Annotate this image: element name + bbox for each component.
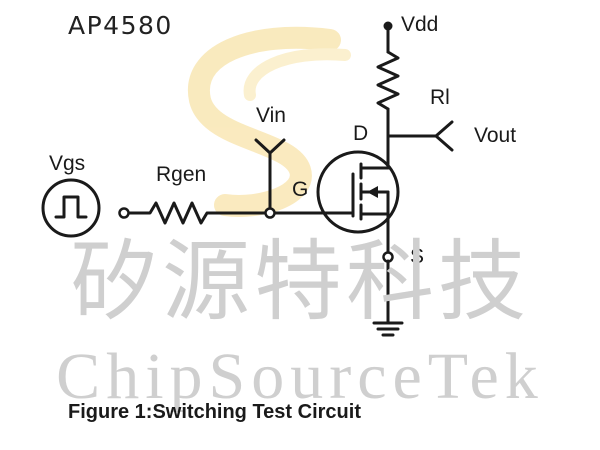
figure-caption: Figure 1:Switching Test Circuit xyxy=(68,401,361,423)
vin-label: Vin xyxy=(256,104,286,127)
part-number-title: AP4580 xyxy=(68,11,173,40)
vout-arrow-terminal xyxy=(434,120,454,152)
ground-icon xyxy=(372,321,404,337)
vout-label: Vout xyxy=(474,124,516,147)
rgen-input-node xyxy=(118,207,130,219)
body-arrow xyxy=(367,186,378,198)
vdd-label: Vdd xyxy=(401,13,438,36)
rl-resistor xyxy=(376,50,400,111)
gate-node xyxy=(264,207,276,219)
mosfet-symbol xyxy=(316,150,400,234)
rl-label: Rl xyxy=(430,86,450,109)
source-label-s: S xyxy=(410,245,424,268)
watermark-english: ChipSourceTek xyxy=(56,340,544,413)
watermark-logo-swoosh xyxy=(187,26,351,217)
rgen-label: Rgen xyxy=(156,163,206,186)
vgs-source-circle xyxy=(41,178,101,238)
drain-label-d: D xyxy=(353,122,368,145)
rgen-resistor xyxy=(126,201,267,225)
vgs-label: Vgs xyxy=(49,152,85,175)
pulse-generator-source xyxy=(41,178,101,238)
mosfet-body-circle xyxy=(316,150,400,234)
pulse-waveform-icon xyxy=(54,195,88,219)
watermark-chinese: 矽源特科技 xyxy=(70,230,530,333)
gate-label-g: G xyxy=(292,178,308,201)
